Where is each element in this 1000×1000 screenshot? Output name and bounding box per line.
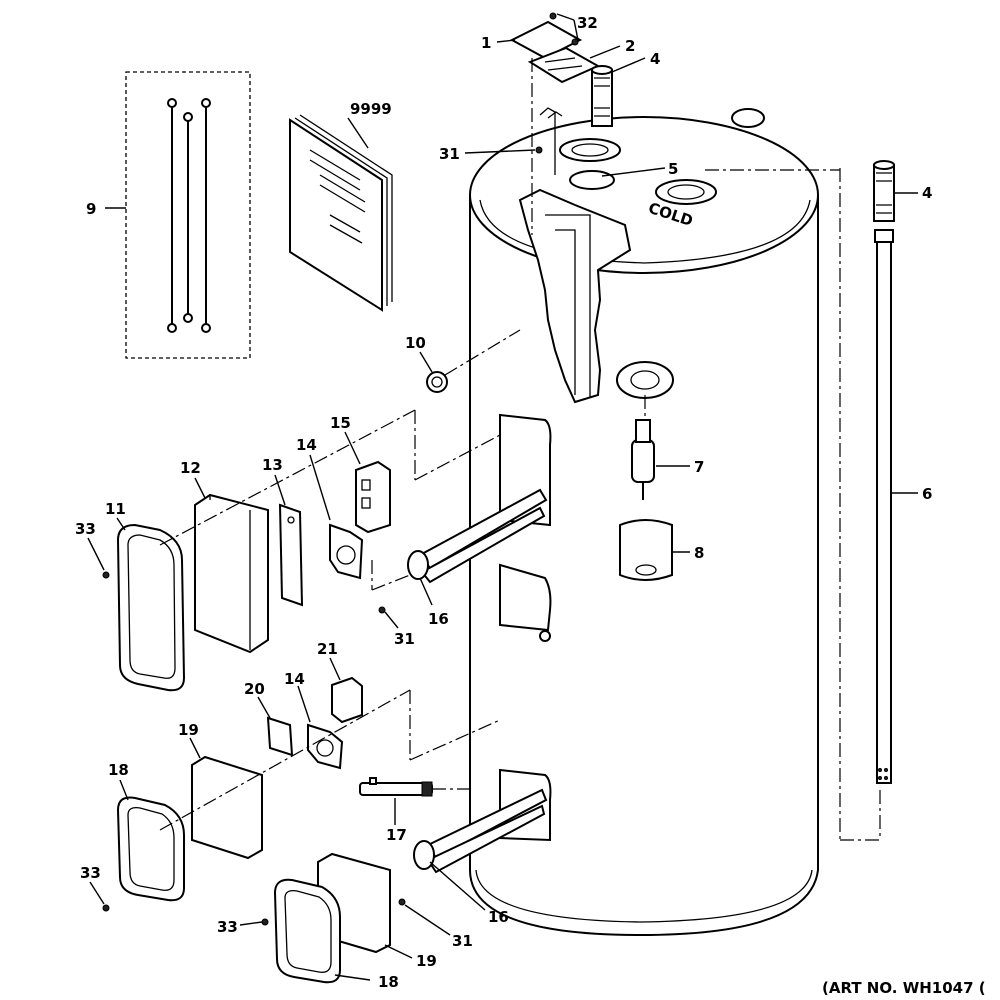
nipple-top <box>591 65 613 127</box>
insulation-plug <box>619 519 673 581</box>
callout-9: 9 <box>86 200 96 218</box>
callout-33-lower: 33 <box>80 864 101 882</box>
callout-33-upper: 33 <box>75 520 96 538</box>
callout-14-upper: 14 <box>296 436 317 454</box>
callout-20: 20 <box>244 680 265 698</box>
leader-lines <box>87 13 918 981</box>
callout-14-lower: 14 <box>284 670 305 688</box>
callout-13: 13 <box>262 456 283 474</box>
callout-4-right: 4 <box>922 184 932 202</box>
upper-bracket <box>278 503 304 607</box>
callout-9999: 9999 <box>350 100 392 118</box>
art-number: (ART NO. WH1047 ( <box>822 979 986 997</box>
callout-labels: 32 1 2 4 9999 31 5 4 9 10 15 14 13 12 11… <box>75 14 932 991</box>
callout-15: 15 <box>330 414 351 432</box>
top-port-right <box>731 108 765 128</box>
lower-thermostat <box>331 676 363 724</box>
dip-tube <box>359 777 433 797</box>
upper-thermostat-bracket <box>329 523 364 580</box>
callout-12: 12 <box>180 459 201 477</box>
middle-opening <box>499 563 552 632</box>
callout-19-middle: 19 <box>178 721 199 739</box>
callout-8: 8 <box>694 544 704 562</box>
callout-2: 2 <box>625 37 635 55</box>
callout-19-front: 19 <box>416 952 437 970</box>
anode-fitting <box>631 419 655 500</box>
callout-32: 32 <box>577 14 598 32</box>
callout-4-top: 4 <box>650 50 660 68</box>
owners-manual <box>289 114 393 312</box>
upper-thermostat <box>355 460 391 534</box>
assembly-lines <box>159 58 881 841</box>
anode-port <box>616 361 674 399</box>
callout-1: 1 <box>481 34 491 52</box>
callout-16-lower: 16 <box>488 908 509 926</box>
nipple-right <box>873 160 895 222</box>
lower-access-cover-front <box>273 878 341 984</box>
lower-thermostat-bracket <box>307 723 344 770</box>
callout-31-lower: 31 <box>452 932 473 950</box>
callout-6: 6 <box>922 485 932 503</box>
lower-insulation-middle <box>191 755 263 860</box>
upper-insulation <box>194 493 269 654</box>
callout-21: 21 <box>317 640 338 658</box>
upper-access-cover <box>116 523 186 692</box>
plug <box>426 371 448 393</box>
lower-element <box>413 788 548 874</box>
callout-16-upper: 16 <box>428 610 449 628</box>
callout-18-middle: 18 <box>108 761 129 779</box>
cold-inlet <box>655 179 717 205</box>
callout-5: 5 <box>668 160 678 178</box>
callout-18-front: 18 <box>378 973 399 991</box>
wire-kit <box>125 71 251 359</box>
callout-31-middle: 31 <box>394 630 415 648</box>
callout-33-front: 33 <box>217 918 238 936</box>
upper-element <box>407 488 548 584</box>
callout-7: 7 <box>694 458 704 476</box>
lower-bracket <box>266 716 294 757</box>
hot-outlet <box>559 138 621 162</box>
anode-rod <box>874 229 894 784</box>
callout-31-top: 31 <box>439 145 460 163</box>
screws <box>102 146 543 926</box>
callout-17: 17 <box>386 826 407 844</box>
callout-10: 10 <box>405 334 426 352</box>
lower-access-cover-middle <box>116 796 185 902</box>
callout-11: 11 <box>105 500 126 518</box>
